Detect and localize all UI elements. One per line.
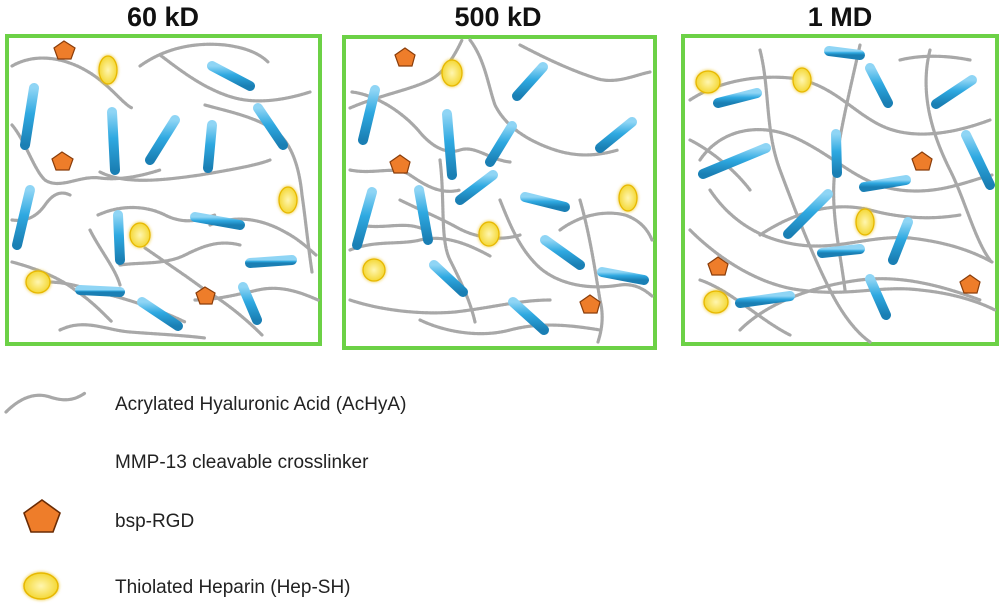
rgd-pentagon xyxy=(394,47,416,67)
heparin-blob xyxy=(478,221,500,247)
heparin-blob-icon xyxy=(23,572,59,600)
heparin-blob xyxy=(618,184,638,212)
heparin-blob xyxy=(129,222,151,248)
heparin-blob xyxy=(855,208,875,236)
rgd-60kd xyxy=(51,40,216,305)
heparin-blob xyxy=(278,186,298,214)
rgd-pentagon xyxy=(959,274,981,294)
panel-500kd xyxy=(342,35,657,350)
heparin-blob xyxy=(441,59,463,87)
crosslinkers-1md xyxy=(698,46,995,320)
heparin-blob xyxy=(792,67,812,93)
legend-label-crosslinker: MMP-13 cleavable crosslinker xyxy=(115,452,369,473)
chains-60kd xyxy=(10,42,320,340)
crosslinkers-500kd xyxy=(352,62,649,335)
heparin-blob xyxy=(98,55,118,85)
heparin-500kd xyxy=(362,59,638,282)
rgd-pentagon xyxy=(389,154,411,174)
rgd-1md xyxy=(707,151,981,294)
rgd-pentagon xyxy=(707,256,729,276)
panel-title-500kd: 500 kD xyxy=(454,2,541,32)
heparin-blob xyxy=(25,270,51,294)
heparin-blob xyxy=(695,70,721,94)
chains-500kd xyxy=(348,38,654,344)
panel-500kd-network xyxy=(348,38,654,344)
heparin-blob xyxy=(703,290,729,314)
crosslinkers-60kd xyxy=(12,61,297,331)
heparin-1md xyxy=(695,67,875,314)
panel-title-1md: 1 MD xyxy=(808,2,873,32)
rgd-500kd xyxy=(389,47,601,314)
rgd-pentagon xyxy=(53,40,76,60)
legend: Acrylated Hyaluronic Acid (AcHyA) MMP-13… xyxy=(4,391,406,600)
pentagon-icon xyxy=(23,499,61,533)
rgd-pentagon xyxy=(579,294,601,314)
rgd-pentagon xyxy=(51,151,74,171)
panel-1md-network xyxy=(688,43,997,344)
panel-60kd-network xyxy=(10,40,320,340)
legend-label-rgd: bsp-RGD xyxy=(115,511,194,532)
rgd-pentagon xyxy=(195,286,216,305)
panel-1md xyxy=(681,34,999,346)
heparin-blob xyxy=(362,258,386,282)
legend-label-achya: Acrylated Hyaluronic Acid (AcHyA) xyxy=(115,394,406,415)
rgd-pentagon xyxy=(911,151,933,171)
panel-title-60kd: 60 kD xyxy=(127,2,199,32)
panel-60kd xyxy=(5,34,322,346)
legend-label-heparin: Thiolated Heparin (Hep-SH) xyxy=(115,577,351,598)
polymer-chain-icon xyxy=(4,391,87,414)
heparin-60kd xyxy=(25,55,298,294)
